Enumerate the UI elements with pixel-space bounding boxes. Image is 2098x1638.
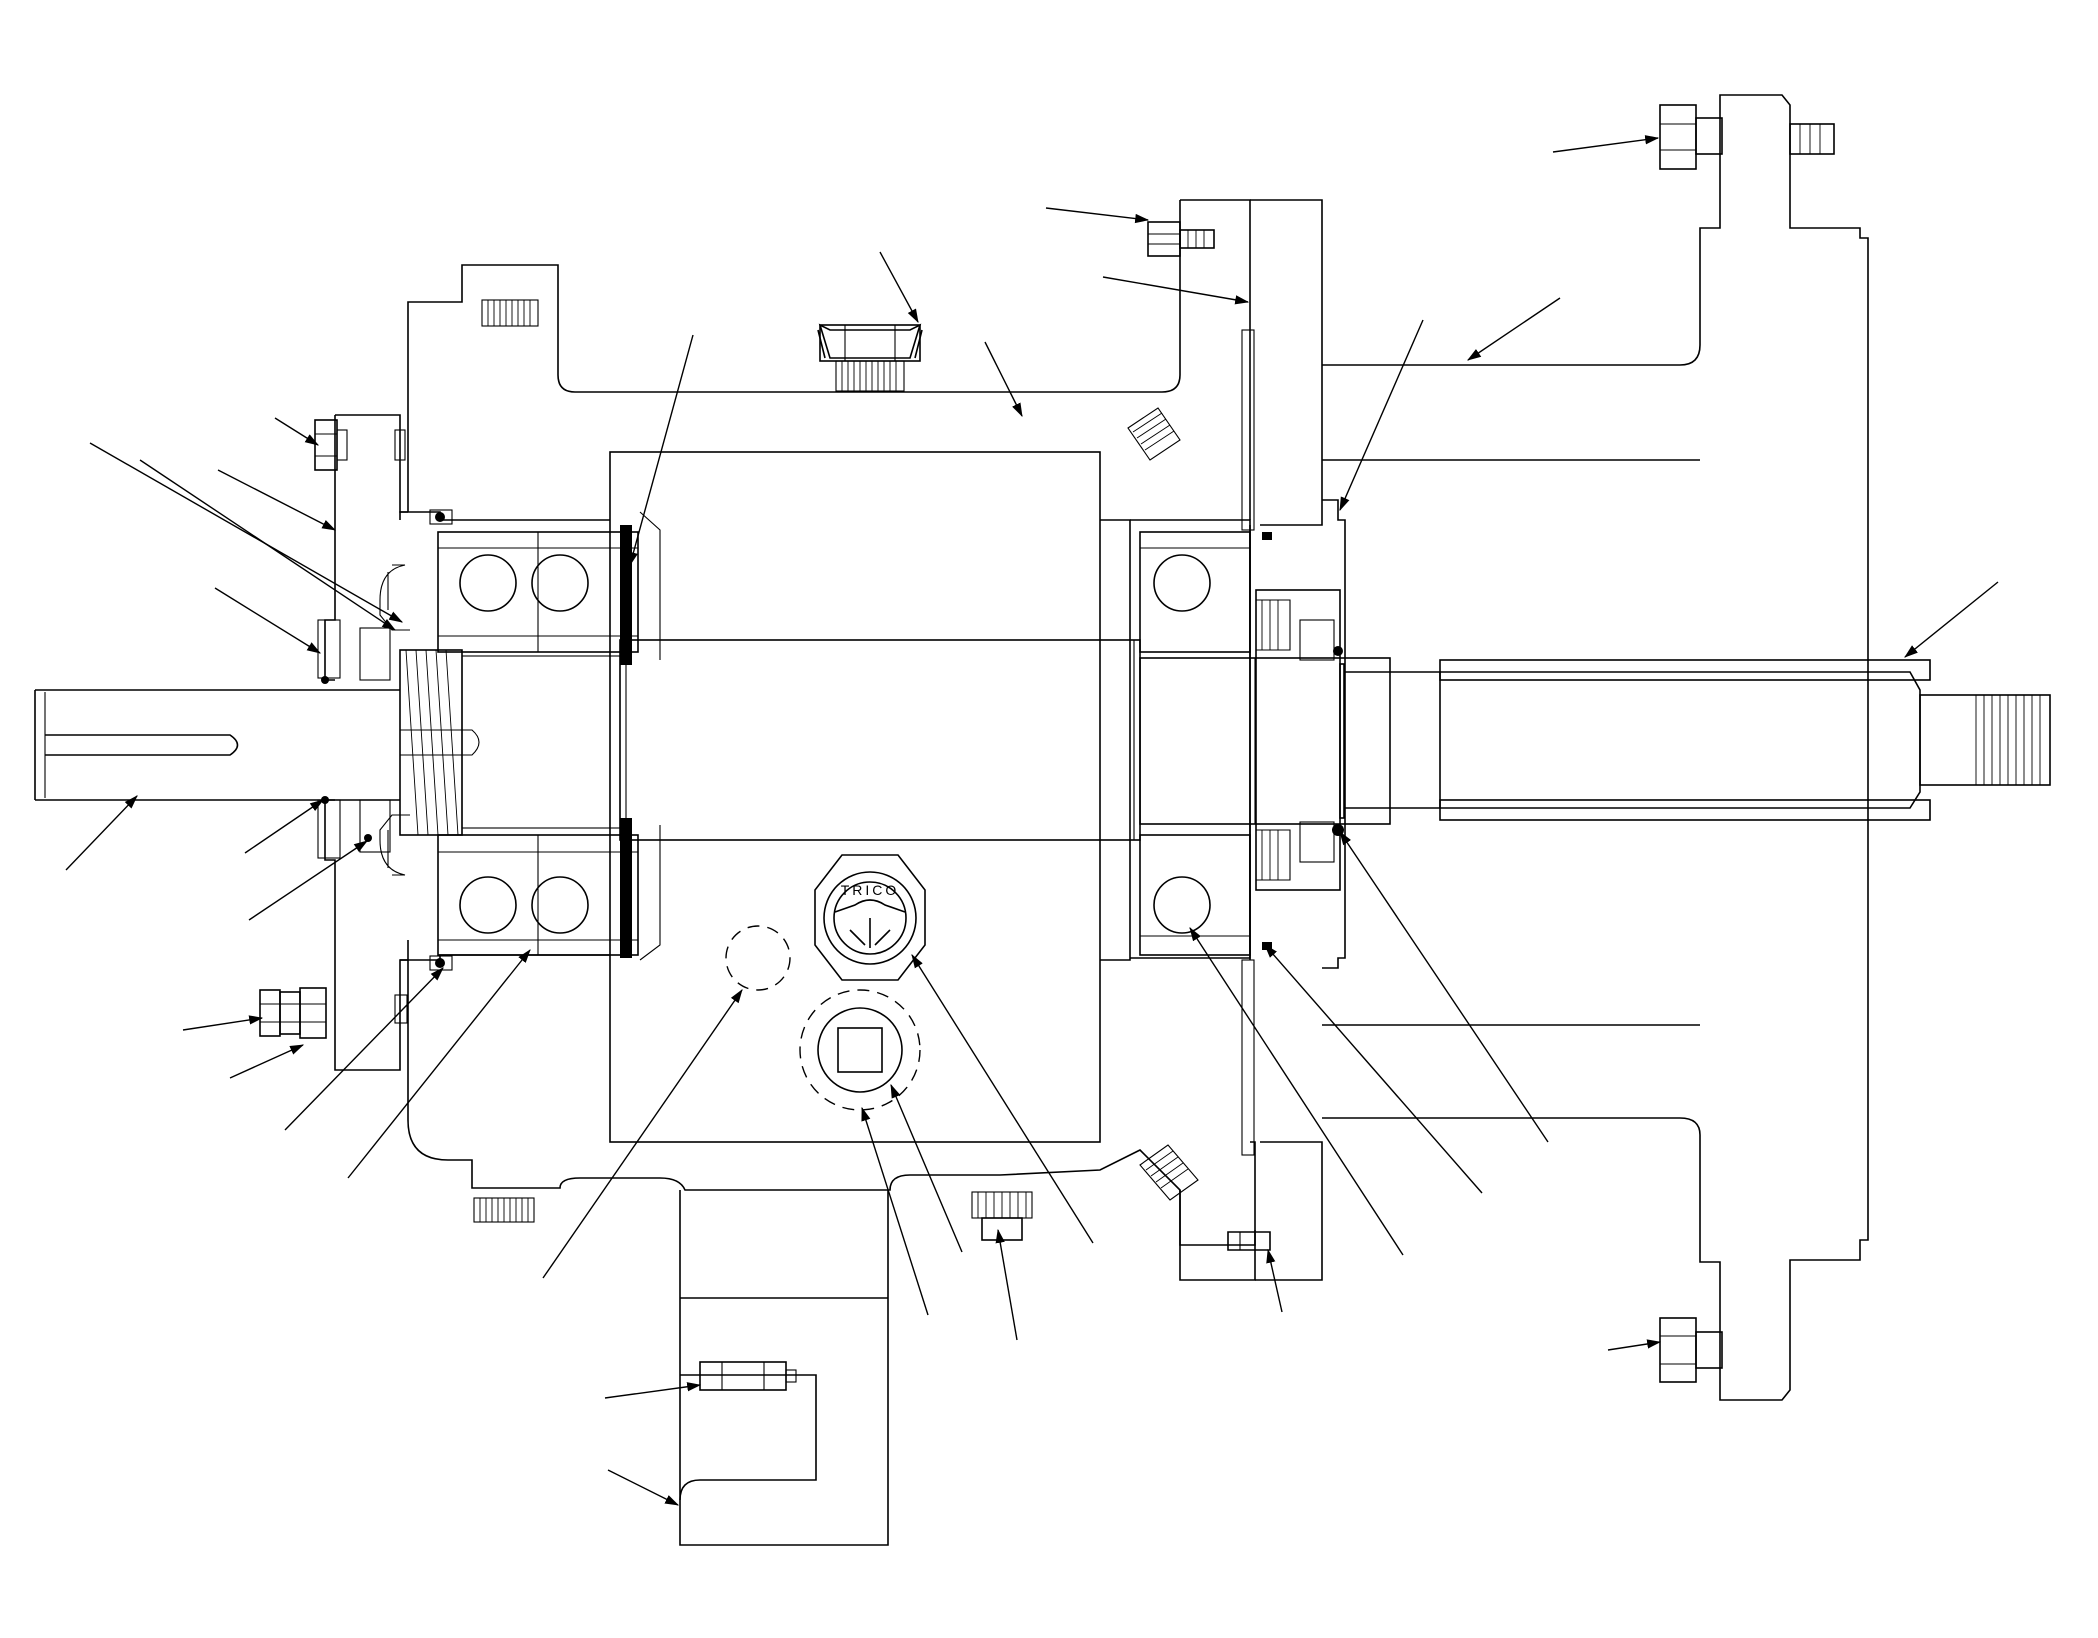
callout-leader: [542, 989, 743, 1279]
callout-leader: [347, 949, 531, 1179]
callout-leader: [995, 1228, 1018, 1341]
callout-leader: [1607, 1339, 1662, 1351]
callout-leader: [89, 442, 404, 623]
callout-leader: [861, 1106, 929, 1316]
callout-leader: [607, 1469, 680, 1506]
oil-level-plug: [799, 989, 921, 1111]
inner-bearing-chamber: [609, 451, 1131, 1143]
callout-leader: [244, 799, 324, 854]
callout-leader: [1266, 1248, 1283, 1313]
callout-leader: [214, 587, 321, 654]
oil-drain-plug: [725, 925, 791, 991]
callout-leader: [628, 334, 694, 567]
callout-leader: [1045, 207, 1150, 224]
adapter-bolt-top: [1147, 221, 1215, 257]
housing-threaded-plug-lower-right: [1139, 1144, 1199, 1201]
housing-threaded-plug-upper-right: [1127, 407, 1181, 461]
callout-leader: [248, 840, 368, 921]
callout-leader: [182, 1015, 264, 1031]
callout-leader: [274, 417, 319, 446]
bearing-locknut: [399, 649, 621, 836]
seal-chamber-adapter: [1179, 199, 1323, 1281]
callout-leader: [1264, 944, 1483, 1194]
lip-seal-left: [317, 619, 391, 859]
callout-leader: [229, 1044, 305, 1079]
mechanical-seal-assembly: [1255, 499, 1346, 969]
casing-bolt-bottom: [1659, 1317, 1723, 1383]
callout-leader: [65, 795, 138, 871]
callout-leader: [284, 967, 444, 1131]
callout-leader: [1189, 927, 1404, 1256]
callout-leader: [984, 341, 1023, 418]
callout-leader: [1467, 297, 1561, 361]
pump-casing: [1322, 94, 1931, 1401]
o-ring-left-bearing: [429, 509, 453, 971]
left-end-cover: [324, 414, 610, 1071]
cover-bolt-top: [314, 419, 406, 471]
callout-leader: [1904, 581, 1999, 658]
callout-leader: [217, 469, 337, 531]
cover-bolt-bottom: [259, 987, 408, 1039]
sight-glass-brand-mark: TRICO: [841, 882, 900, 898]
callout-leader: [1552, 135, 1660, 153]
callout-leader: [1339, 831, 1549, 1143]
callout-leader: [1339, 319, 1424, 512]
callout-leaders: [65, 135, 1999, 1506]
casing-bolt-top: [1659, 104, 1835, 170]
bearing-right-single-row: [1130, 519, 1251, 959]
bearing-housing: [399, 200, 1256, 1246]
callout-leader: [911, 954, 1094, 1244]
pump-shaft: [34, 639, 2051, 841]
bearing-frame-foot: [679, 1190, 889, 1546]
callout-leader: [890, 1083, 963, 1253]
callout-leader: [1102, 276, 1250, 305]
bearing-left-double-row: [437, 531, 639, 956]
callout-leader: [879, 251, 919, 324]
housing-threaded-plug-top: [481, 299, 539, 327]
callout-leader: [139, 459, 396, 631]
oil-sight-glass: TRICO: [814, 854, 926, 981]
breather-hex-plug: [817, 323, 923, 392]
drain-fitting-bottom: [971, 1191, 1033, 1241]
housing-threaded-plug-bottom: [473, 1197, 535, 1223]
callout-leader: [604, 1382, 702, 1399]
